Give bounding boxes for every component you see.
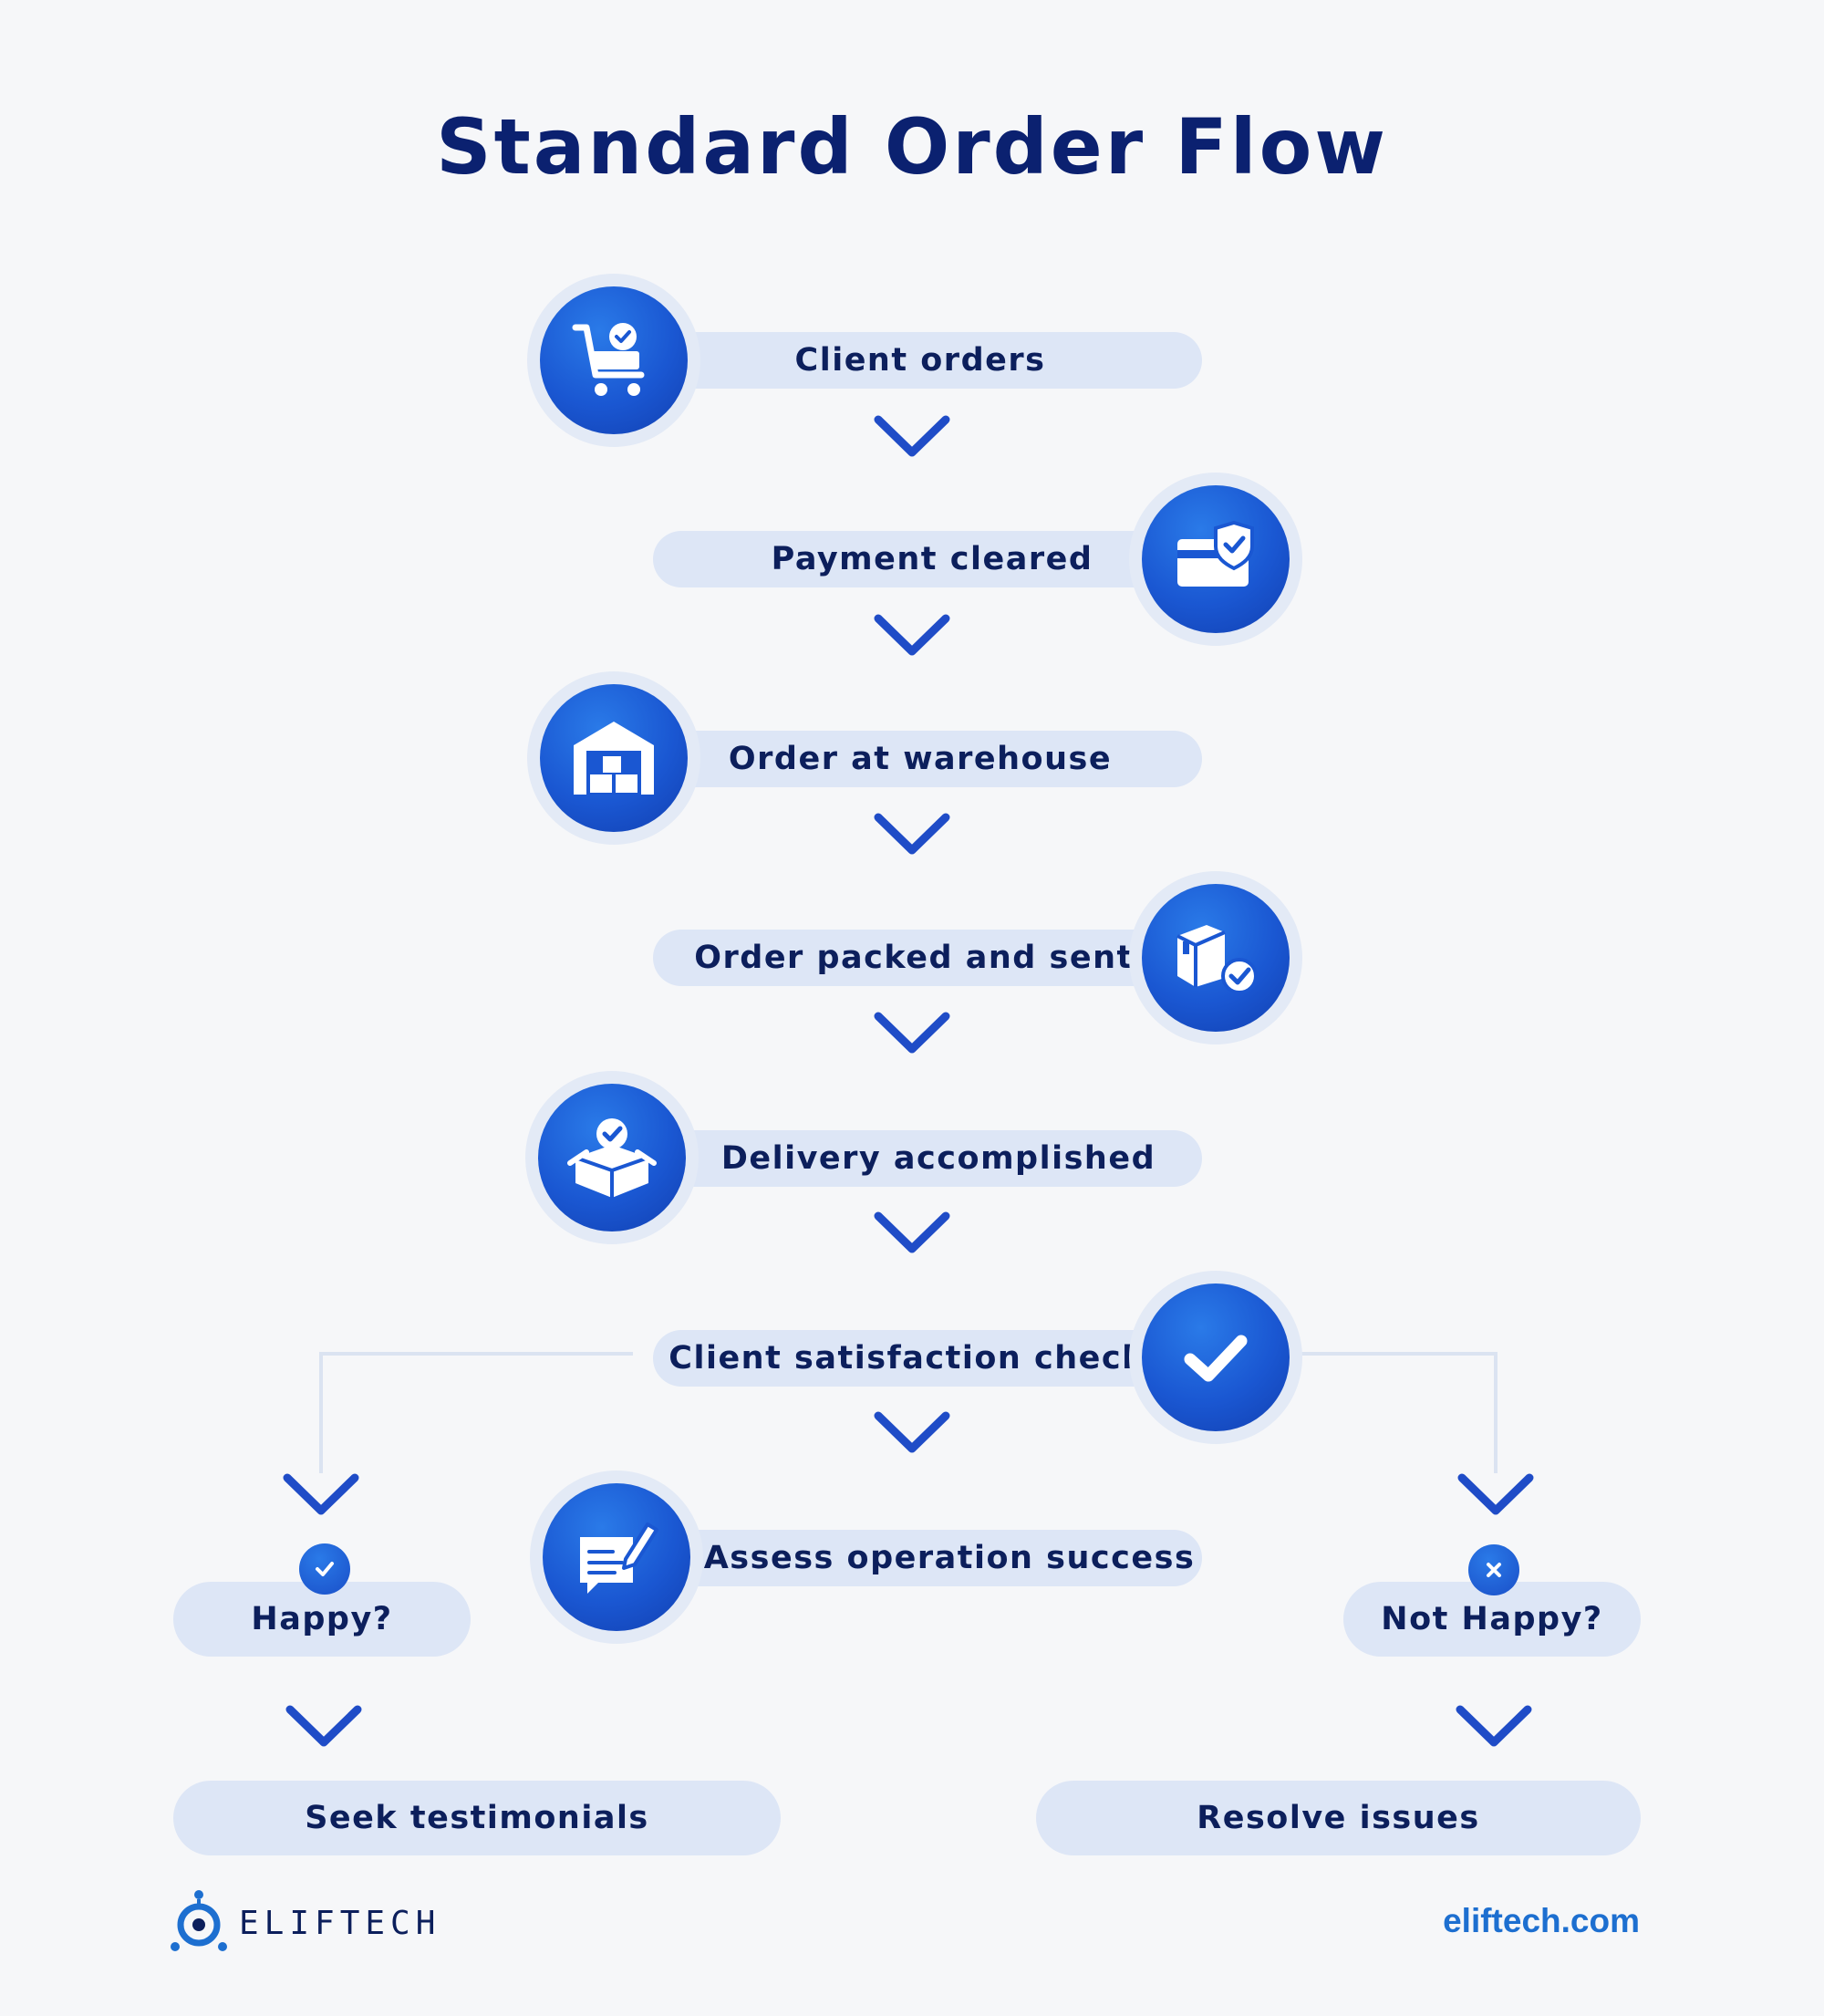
chevron-down-icon	[1456, 1705, 1532, 1747]
step-icon-assess-operation-success	[530, 1470, 703, 1644]
step-icon-order-packed-and-sent	[1129, 871, 1302, 1044]
step-order-at-warehouse: Order at warehouse	[638, 731, 1202, 787]
step-payment-cleared: Payment cleared	[653, 531, 1211, 587]
website-link[interactable]: eliftech.com	[1443, 1902, 1640, 1939]
checkmark-icon	[1184, 1335, 1248, 1382]
eliftech-logo-icon	[171, 1890, 227, 1951]
boxes-check-icon	[1176, 925, 1258, 994]
open-box-check-icon	[567, 1118, 657, 1198]
chevron-down-icon	[874, 1211, 950, 1253]
chevron-down-icon	[874, 415, 950, 457]
page-title: Standard Order Flow	[436, 102, 1388, 192]
card-shield-icon	[1177, 520, 1254, 587]
brand-name: ELIFTECH	[239, 1905, 441, 1942]
step-delivery-accomplished: Delivery accomplished	[638, 1130, 1202, 1187]
step-assess-operation-success: Assess operation success	[642, 1530, 1202, 1586]
step-icon-client-orders	[527, 274, 700, 447]
chevron-down-icon	[874, 1012, 950, 1054]
outcome-resolve-issues: Resolve issues	[1036, 1781, 1641, 1855]
chevron-down-icon	[874, 614, 950, 656]
message-pen-icon	[580, 1522, 658, 1594]
step-icon-order-at-warehouse	[527, 671, 700, 845]
step-icon-delivery-accomplished	[525, 1071, 699, 1244]
outcome-seek-testimonials: Seek testimonials	[173, 1781, 781, 1855]
happy-pill: Happy?	[173, 1582, 471, 1657]
warehouse-icon	[574, 722, 654, 795]
check-badge-icon	[299, 1543, 350, 1595]
step-icon-client-satisfaction-check	[1129, 1271, 1302, 1444]
step-client-satisfaction-check: Client satisfaction check?	[653, 1330, 1211, 1387]
chevron-down-icon	[874, 1411, 950, 1453]
chevron-down-icon	[1457, 1473, 1534, 1515]
chevron-down-icon	[283, 1473, 359, 1515]
chevron-down-icon	[874, 813, 950, 855]
shopping-cart-check-icon	[572, 323, 645, 396]
step-icon-payment-cleared	[1129, 473, 1302, 646]
step-client-orders: Client orders	[638, 332, 1202, 389]
x-badge-icon	[1468, 1544, 1519, 1595]
chevron-down-icon	[285, 1705, 362, 1747]
step-order-packed-and-sent: Order packed and sent	[653, 930, 1211, 986]
